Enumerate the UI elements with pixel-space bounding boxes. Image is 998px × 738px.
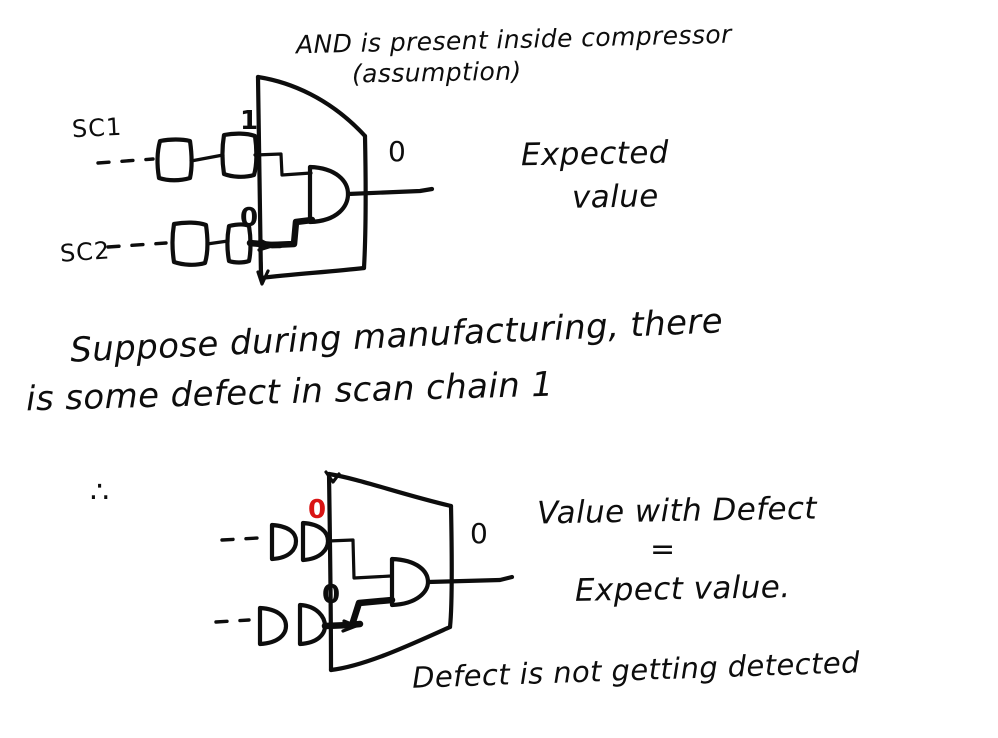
- top-chain1-wire-b: [253, 152, 313, 177]
- top-chain2-value: 0: [240, 203, 259, 233]
- top-chain1-ff-b: [220, 131, 259, 179]
- bottom-chain1-wire: [326, 538, 393, 580]
- top-compressor-bottom-tail: [256, 269, 270, 286]
- scan-chain-1-label: SC1: [71, 112, 123, 144]
- bottom-and-gate-body: [389, 556, 431, 608]
- top-compressor-left-lower: [259, 260, 264, 284]
- bottom-chain2-dashed-input: [214, 618, 251, 624]
- bottom-compressor-right-edge: [447, 503, 454, 630]
- top-compressor-bottom-edge: [258, 265, 367, 281]
- bottom-chain1-value-defect: 0: [308, 495, 327, 525]
- top-compressor-top-edge: [255, 74, 368, 139]
- top-compressor-group: [96, 74, 435, 286]
- result-equals-sign: =: [650, 532, 676, 567]
- bottom-chain2-value: 0: [322, 580, 341, 610]
- bottom-chain2-ff-a: [257, 605, 289, 647]
- expected-value-line-1: Expected: [520, 134, 670, 174]
- bottom-chain2-riser: [348, 596, 396, 629]
- bottom-chain1-ff-b: [300, 520, 331, 563]
- scan-chain-2-label: SC2: [59, 236, 112, 268]
- bottom-compressor-bottom-edge: [328, 624, 453, 673]
- top-chain2-ff-b: [225, 222, 253, 265]
- top-gate-output-wire: [345, 186, 435, 197]
- top-chain1-dashed-input: [96, 157, 155, 165]
- top-chain2-wire-a: [205, 239, 230, 246]
- top-chain2-dashed-input: [106, 241, 168, 249]
- top-chain1-ff-a: [155, 137, 194, 183]
- bottom-output-value: 0: [470, 517, 489, 550]
- top-chain2-ff-a: [170, 220, 210, 267]
- bottom-chain2-arrow: [341, 619, 358, 633]
- result-line-2: Expect value.: [574, 569, 791, 609]
- assumption-title-line-2: (assumption): [351, 56, 522, 89]
- top-chain2-arrow: [257, 238, 274, 252]
- top-compressor-right-edge: [361, 133, 368, 271]
- bottom-compressor-group: [214, 470, 515, 673]
- expected-value-line-2: value: [571, 178, 659, 216]
- bottom-compressor-top-edge: [326, 471, 454, 509]
- top-chain1-value: 1: [240, 106, 259, 136]
- top-output-value: 0: [388, 135, 407, 168]
- result-line-1: Value with Defect: [536, 490, 818, 532]
- bottom-chain2-ff-b: [297, 602, 328, 647]
- top-and-gate-body: [307, 164, 351, 225]
- top-chain2-wire-riser: [268, 216, 316, 249]
- bottom-compressor-top-tail: [324, 470, 341, 484]
- top-compressor-left-edge: [255, 74, 264, 281]
- bottom-compressor-left-edge: [326, 471, 334, 673]
- therefore-symbol: ∴: [90, 475, 110, 510]
- top-chain1-wire-a: [189, 153, 225, 163]
- bottom-gate-output-wire: [425, 574, 515, 585]
- bottom-chain1-ff-a: [269, 522, 299, 562]
- bottom-chain1-dashed-input: [220, 536, 260, 542]
